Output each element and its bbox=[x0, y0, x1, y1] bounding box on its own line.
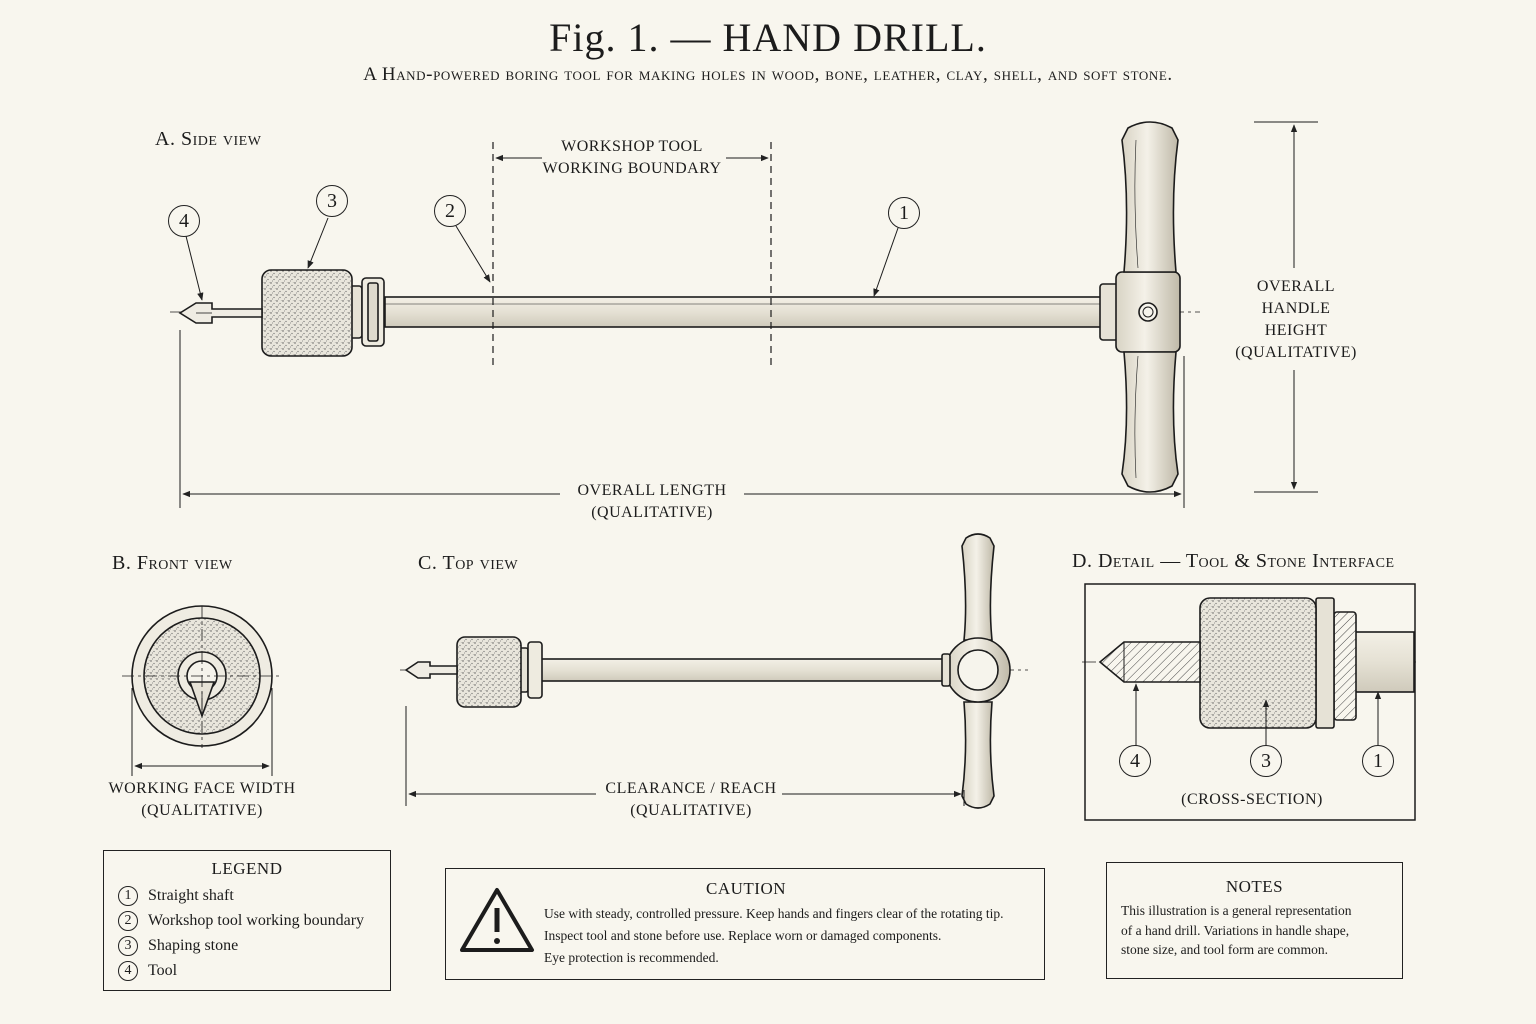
detail-callout-shaping-stone: 3 bbox=[1250, 745, 1282, 777]
legend-number: 4 bbox=[118, 960, 138, 981]
legend-title: LEGEND bbox=[211, 859, 283, 878]
side-view-label: A. Side view bbox=[155, 128, 262, 150]
handle-height-label: OVERALL HANDLE HEIGHT (QUALITATIVE) bbox=[1235, 278, 1357, 361]
page-title: Fig. 1. — HAND DRILL. bbox=[549, 15, 987, 60]
side-view-drawing bbox=[170, 121, 1318, 508]
warning-triangle-icon bbox=[460, 888, 534, 952]
callout-straight-shaft: 1 bbox=[888, 197, 920, 229]
detail-callout-tool: 4 bbox=[1119, 745, 1151, 777]
legend-item: 3 Shaping stone bbox=[118, 933, 376, 958]
overall-length-label: OVERALL LENGTH (QUALITATIVE) bbox=[577, 482, 727, 521]
legend-label: Workshop tool working boundary bbox=[148, 911, 365, 929]
shaft bbox=[384, 296, 1106, 328]
tool-tip bbox=[178, 302, 263, 324]
legend-number: 2 bbox=[118, 910, 138, 931]
notes-box: NOTES This illustration is a general rep… bbox=[1106, 862, 1403, 979]
working-face-width-label: WORKING FACE WIDTH (QUALITATIVE) bbox=[108, 780, 296, 819]
caution-box: CAUTION Use with steady, controlled pres… bbox=[445, 868, 1045, 980]
detail-drawing bbox=[1082, 583, 1416, 821]
notes-title: NOTES bbox=[1225, 877, 1284, 896]
legend-number: 1 bbox=[118, 885, 138, 906]
t-handle bbox=[1121, 121, 1179, 273]
callout-shaping-stone: 3 bbox=[316, 185, 348, 217]
callout-working-boundary: 2 bbox=[434, 195, 466, 227]
caution-title: CAUTION bbox=[706, 879, 786, 898]
legend-label: Straight shaft bbox=[148, 886, 234, 904]
clearance-reach-label: CLEARANCE / REACH (QUALITATIVE) bbox=[605, 780, 777, 819]
shaping-stone bbox=[261, 269, 353, 357]
notes-text: This illustration is a general represent… bbox=[1121, 903, 1352, 957]
legend-box: LEGEND 1 Straight shaft 2 Workshop tool … bbox=[103, 850, 391, 991]
top-view-label: C. Top view bbox=[418, 552, 519, 574]
legend-item: 4 Tool bbox=[118, 958, 376, 983]
legend-number: 3 bbox=[118, 935, 138, 956]
top-view-drawing bbox=[400, 533, 1028, 809]
cross-section-label: (CROSS-SECTION) bbox=[1181, 791, 1323, 808]
callout-tool: 4 bbox=[168, 205, 200, 237]
legend-item: 2 Workshop tool working boundary bbox=[118, 908, 376, 933]
legend-item: 1 Straight shaft bbox=[118, 883, 376, 908]
detail-callout-straight-shaft: 1 bbox=[1362, 745, 1394, 777]
front-view-drawing bbox=[122, 605, 282, 776]
boundary-dimension-label: WORKSHOP TOOL WORKING BOUNDARY bbox=[542, 138, 722, 177]
page-subtitle: A Hand-powered boring tool for making ho… bbox=[363, 64, 1173, 85]
caution-text: Use with steady, controlled pressure. Ke… bbox=[544, 906, 1004, 965]
front-view-label: B. Front view bbox=[112, 552, 233, 574]
legend-label: Tool bbox=[148, 961, 178, 979]
legend-label: Shaping stone bbox=[148, 936, 239, 954]
detail-view-label: D. Detail — Tool & Stone Interface bbox=[1072, 550, 1395, 572]
